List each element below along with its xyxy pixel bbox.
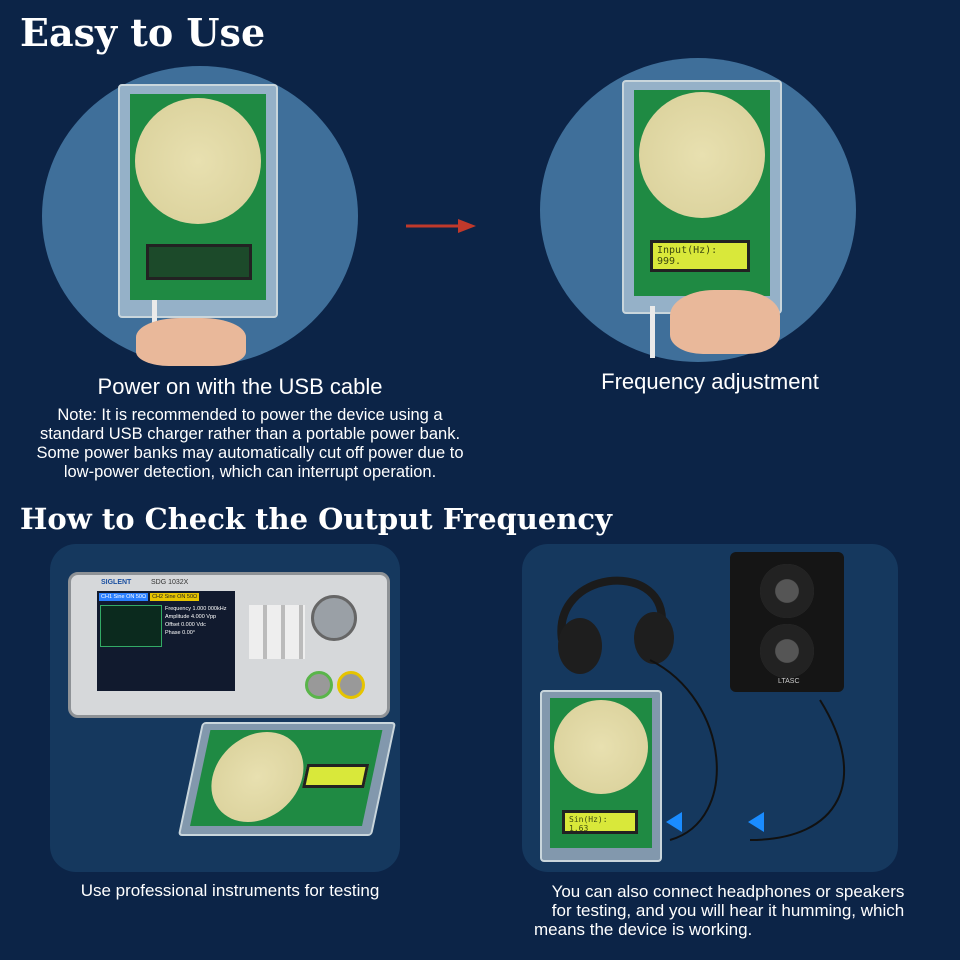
speaker-caption-line-2: for testing, and you will hear it hummin… xyxy=(551,901,905,920)
output-connector-2 xyxy=(337,671,365,699)
generator-brand: SIGLENT xyxy=(101,579,132,586)
headphones-icon xyxy=(557,576,674,674)
step1-note: Note: It is recommended to power the dev… xyxy=(10,406,490,482)
step1-lcd-off xyxy=(146,244,252,280)
step2-lcd-line1: Input(Hz): xyxy=(657,245,718,256)
heading-check-output: How to Check the Output Frequency xyxy=(20,502,612,536)
note-line-1: Note: It is recommended to power the dev… xyxy=(57,406,443,424)
speaker-caption: You can also connect headphones or speak… xyxy=(528,882,928,939)
generator-keypad xyxy=(249,605,305,659)
generator-waveform xyxy=(100,605,162,647)
speaker-test-device: Sin(Hz): 1.63 xyxy=(540,690,662,862)
generator-frequency: Frequency 1.000 000kHz xyxy=(165,606,227,612)
left-arrow-icon-1 xyxy=(666,812,682,832)
generator-model: SDG 1032X xyxy=(151,579,189,586)
note-line-4: low-power detection, which can interrupt… xyxy=(63,463,437,481)
instrument-test-device xyxy=(177,722,397,836)
instrument-test-lcd xyxy=(302,764,370,788)
heading-easy-to-use: Easy to Use xyxy=(20,10,266,55)
audio-cables xyxy=(649,659,846,841)
step2-lcd-line2: 999. xyxy=(657,256,682,267)
right-arrow-icon xyxy=(406,219,476,233)
speaker-caption-line-3: means the device is working. xyxy=(534,920,753,939)
note-line-3: Some power banks may automatically cut o… xyxy=(36,444,464,462)
signal-generator: CH1 Sine ON 50Ω CH2 Sine ON 50Ω Frequenc… xyxy=(68,572,390,718)
step2-hand xyxy=(670,290,780,354)
generator-phase: Phase 0.00° xyxy=(165,630,196,636)
step1-caption: Power on with the USB cable xyxy=(97,374,383,399)
speaker-test-plate xyxy=(554,700,648,794)
speaker-caption-line-1: You can also connect headphones or speak… xyxy=(551,882,905,901)
speaker-woofer-bottom xyxy=(760,624,814,678)
instrument-caption: Use professional instruments for testing xyxy=(80,881,380,900)
generator-offset: Offset 0.000 Vdc xyxy=(165,622,206,628)
speaker-brand: LTASC xyxy=(778,678,800,685)
speaker-test-lcd: Sin(Hz): 1.63 xyxy=(562,810,638,834)
left-arrow-icon-2 xyxy=(748,812,764,832)
generator-knob xyxy=(311,595,357,641)
step2-plate xyxy=(639,92,765,218)
speaker-lcd-line1: Sin(Hz): xyxy=(569,815,608,824)
generator-amplitude: Amplitude 4.000 Vpp xyxy=(165,614,217,620)
generator-ch1: CH1 Sine ON 50Ω xyxy=(99,593,149,601)
note-line-2: standard USB charger rather than a porta… xyxy=(39,425,461,443)
step2-usb-cable xyxy=(650,306,655,358)
step1-device xyxy=(118,84,278,318)
output-connector-1 xyxy=(305,671,333,699)
generator-ch2: CH2 Sine ON 50Ω xyxy=(150,593,200,601)
step1-usb-cable xyxy=(152,300,157,326)
step1-hand xyxy=(136,318,246,366)
speaker-lcd-line2: 1.63 xyxy=(569,824,589,833)
speaker-woofer-top xyxy=(760,564,814,618)
generator-screen: CH1 Sine ON 50Ω CH2 Sine ON 50Ω Frequenc… xyxy=(97,591,235,691)
step1-plate xyxy=(135,98,261,224)
step2-device: Input(Hz): 999. xyxy=(622,80,782,314)
step2-lcd: Input(Hz): 999. xyxy=(650,240,750,272)
step2-caption: Frequency adjustment xyxy=(601,369,819,394)
speaker: LTASC xyxy=(730,552,844,692)
